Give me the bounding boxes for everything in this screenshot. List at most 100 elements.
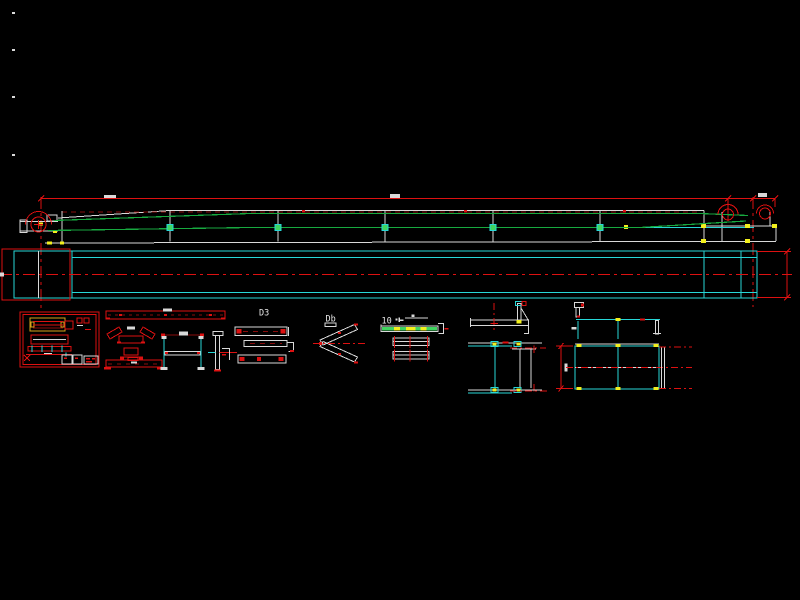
belt-clip-marker (489, 224, 497, 231)
chevron-detail: Db (313, 315, 366, 364)
leg-foot (197, 367, 205, 370)
chevron-tick (354, 361, 358, 364)
takeup-block (19, 219, 28, 233)
joint-node (490, 341, 499, 347)
node-marker (516, 388, 521, 392)
chevron-tick (338, 353, 341, 355)
stray-speck (12, 154, 15, 156)
stray-speck (12, 49, 15, 51)
component-box (64, 320, 74, 330)
belt-strip-outline (380, 325, 439, 332)
symbol-box (83, 317, 90, 324)
stand-mid-rail (164, 351, 201, 356)
stray-speck (12, 96, 15, 98)
plan-view (0, 248, 792, 301)
plate-bars-detail: D3 (234, 309, 294, 364)
lower-beam-detail (104, 357, 164, 370)
glyph-tick (400, 319, 404, 321)
plate-bar (237, 354, 287, 364)
dim-tick (783, 294, 791, 301)
brace-diagonal (520, 307, 529, 321)
post-body (215, 335, 220, 370)
plate-bar (234, 326, 288, 336)
dim-tick (749, 195, 757, 202)
joint-tick (502, 341, 509, 344)
dim-tick (724, 195, 732, 202)
symbol-box (76, 317, 83, 324)
post-cap (212, 331, 224, 336)
beam-step (524, 325, 529, 334)
sheet-inset-detail (19, 311, 100, 368)
trough-idler-detail (106, 326, 156, 344)
takeup-bracket (46, 214, 58, 222)
stray-marks (12, 12, 15, 156)
ladder-frame-detail (468, 341, 548, 394)
top-chord (57, 210, 704, 219)
tail-pulley-arc (25, 211, 52, 225)
node-marker (516, 342, 521, 346)
title-text-mark (92, 358, 95, 360)
idler-tick (117, 341, 121, 344)
label-underbox (324, 322, 337, 327)
glyph-tick (398, 317, 400, 322)
leg-cap (198, 336, 204, 339)
node-marker (745, 224, 750, 228)
node-marker (516, 320, 522, 324)
node-marker (615, 344, 621, 347)
beam-tick (209, 314, 212, 316)
beam-tab (127, 357, 139, 361)
tail-pulley-assembly (25, 211, 52, 233)
bench-foot (571, 327, 577, 330)
post-detail (208, 331, 237, 372)
rail-tick (640, 318, 645, 321)
node-marker (492, 388, 497, 392)
node-marker (615, 387, 621, 390)
dim-tick (771, 195, 779, 202)
return-belt-line (47, 220, 747, 232)
wing-roller-left (106, 326, 123, 340)
bar-end-mark (280, 329, 286, 334)
belt-clip-marker (596, 224, 604, 231)
beam-foot (221, 317, 225, 320)
glyph-dot (395, 318, 398, 321)
drive-pulley (759, 207, 771, 220)
tail-frame-outline (1, 248, 71, 301)
title-text-mark (86, 361, 92, 363)
belt-hook (438, 323, 444, 334)
beam-label-mark (131, 361, 137, 364)
dim-tick (37, 195, 45, 202)
belt-splice-mark (420, 327, 427, 331)
idler-label-mark (127, 326, 135, 330)
joint-node (490, 387, 499, 393)
chevron-arm-lower (319, 340, 359, 363)
dim-tick (783, 248, 791, 255)
node-marker (53, 230, 57, 233)
node-marker (745, 239, 750, 243)
sheet-border (19, 311, 100, 368)
post-cap-red (521, 301, 527, 306)
node-marker (60, 241, 64, 245)
cap-mark (581, 303, 584, 307)
tail-pulley (30, 216, 47, 233)
pedestal-body (123, 347, 139, 356)
hook-tick (290, 350, 294, 352)
joint-node (513, 387, 522, 393)
glyph-dot (411, 314, 415, 317)
joint-node (513, 341, 522, 347)
bench-frame-detail (571, 302, 661, 339)
plate-bar (243, 340, 288, 347)
title-block-cell (61, 354, 73, 365)
node-marker (615, 318, 621, 321)
pedestal-foot (120, 357, 124, 360)
bar-mid-mark (257, 357, 261, 361)
node-marker (653, 387, 659, 390)
center-roller (118, 335, 144, 344)
dim-text-mark (104, 195, 116, 198)
bar-end-mark (239, 357, 245, 361)
title-text-mark (64, 357, 67, 359)
beam-foot (104, 367, 111, 370)
bench-leg-white (655, 320, 659, 335)
leg-foot (160, 367, 168, 370)
chord-tick (302, 210, 305, 213)
